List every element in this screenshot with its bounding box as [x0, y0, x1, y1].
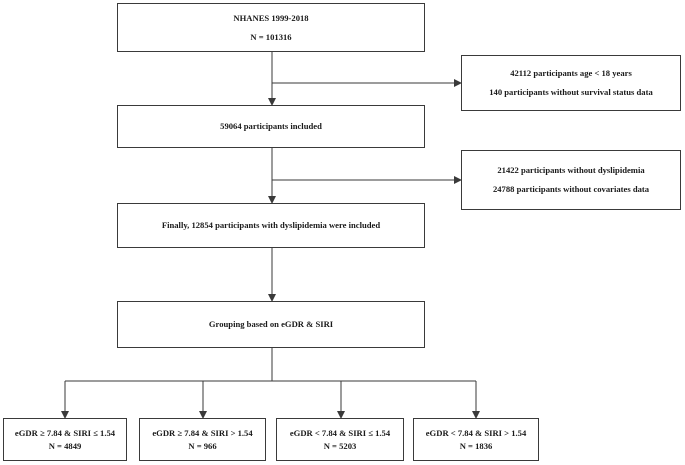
source-count: N = 101316: [250, 31, 292, 42]
group-4-count: N = 1836: [459, 440, 493, 451]
group-1-count: N = 4849: [48, 440, 82, 451]
group-3-count: N = 5203: [323, 440, 357, 451]
source-box: NHANES 1999-2018 N = 101316: [117, 3, 425, 52]
source-title: NHANES 1999-2018: [233, 12, 309, 23]
group-2-count: N = 966: [188, 440, 217, 451]
group-box-4: eGDR < 7.84 & SIRI > 1.54 N = 1836: [413, 418, 539, 461]
final-box: Finally, 12854 participants with dyslipi…: [117, 203, 425, 248]
exclusion1-survival: 140 participants without survival status…: [489, 87, 653, 97]
exclusion2-dyslipidemia: 21422 participants without dyslipidemia: [497, 165, 645, 176]
grouping-box: Grouping based on eGDR & SIRI: [117, 301, 425, 348]
included-box: 59064 participants included: [117, 105, 425, 148]
grouping-label: Grouping based on eGDR & SIRI: [208, 319, 334, 330]
group-1-label: eGDR ≥ 7.84 & SIRI ≤ 1.54: [14, 427, 116, 438]
group-2-label: eGDR ≥ 7.84 & SIRI > 1.54: [152, 427, 253, 438]
exclusion1-age: 42112 participants age < 18 years: [510, 68, 632, 79]
group-box-1: eGDR ≥ 7.84 & SIRI ≤ 1.54 N = 4849: [3, 418, 127, 461]
group-box-3: eGDR < 7.84 & SIRI ≤ 1.54 N = 5203: [276, 418, 404, 461]
group-3-label: eGDR < 7.84 & SIRI ≤ 1.54: [289, 427, 391, 438]
exclusion-box-2: 21422 participants without dyslipidemia …: [461, 150, 681, 210]
exclusion-box-1: 42112 participants age < 18 years 140 pa…: [461, 55, 681, 111]
included-count: 59064 participants included: [220, 121, 322, 132]
final-count: Finally, 12854 participants with dyslipi…: [161, 220, 381, 231]
exclusion2-covariates: 24788 participants without covariates da…: [492, 184, 650, 194]
group-4-label: eGDR < 7.84 & SIRI > 1.54: [425, 427, 527, 438]
group-box-2: eGDR ≥ 7.84 & SIRI > 1.54 N = 966: [139, 418, 266, 461]
